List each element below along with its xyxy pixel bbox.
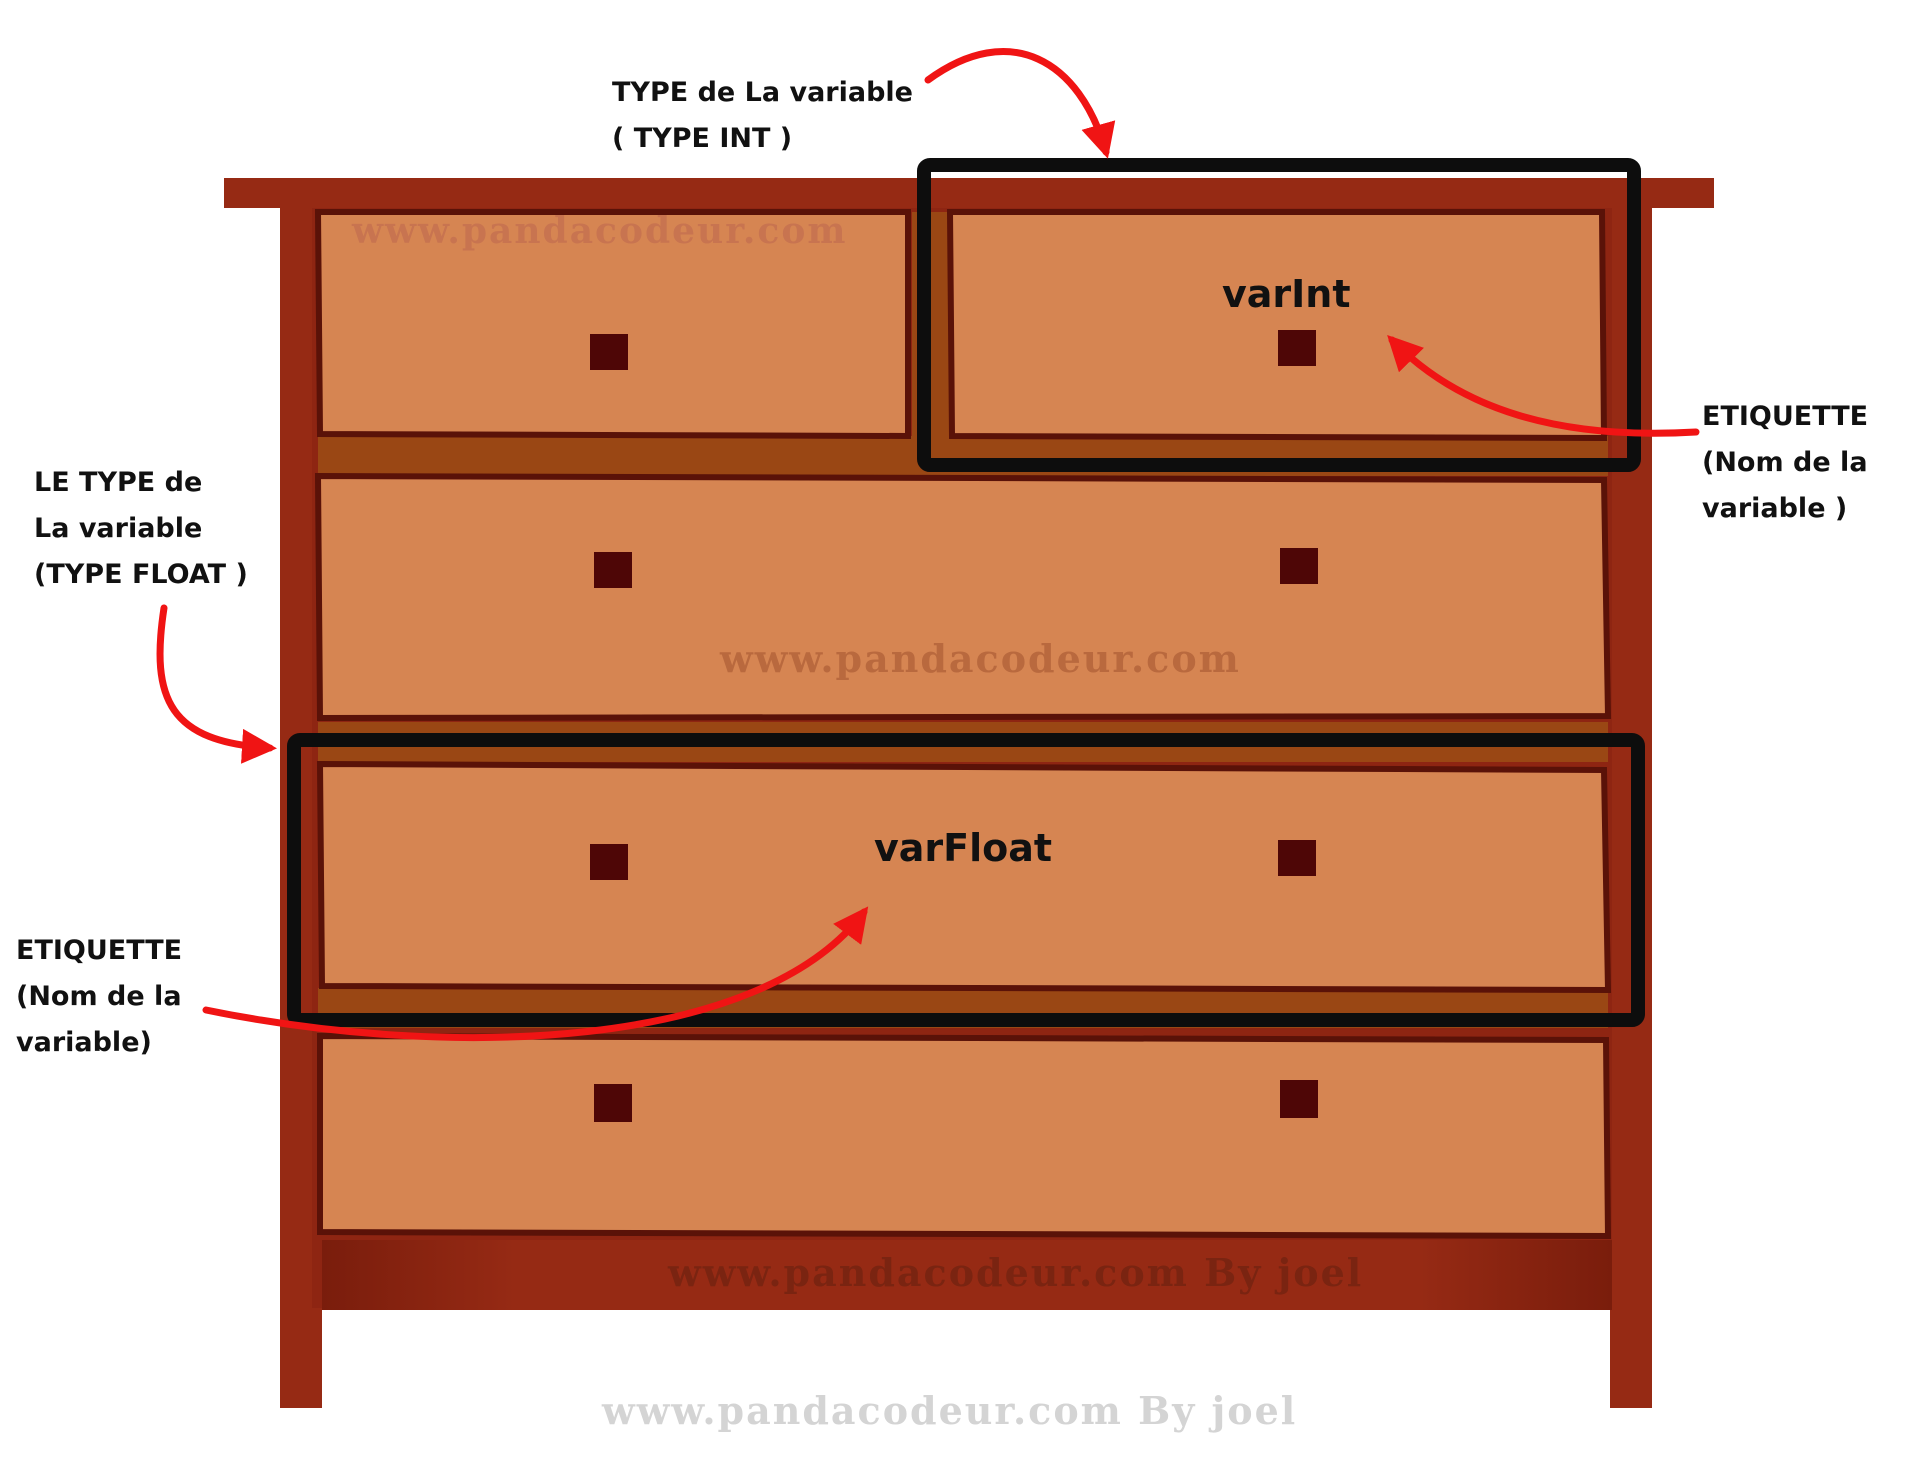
drawers bbox=[314, 209, 1612, 1240]
type-int-line-1: TYPE de La variable bbox=[612, 77, 913, 108]
watermark-base: www.pandacodeur.com By joel bbox=[668, 1250, 1364, 1295]
varint-highlight-box bbox=[917, 158, 1641, 472]
varfloat-label: varFloat bbox=[874, 826, 1053, 870]
drawer-knob-icon bbox=[594, 552, 632, 588]
drawer-bottom bbox=[317, 1032, 1612, 1240]
drawer-knob-icon bbox=[590, 334, 628, 370]
etiquette-left-line-3: variable) bbox=[16, 1027, 152, 1058]
type-float-line-1: LE TYPE de bbox=[34, 467, 203, 498]
type-float-label: LE TYPE de La variable (TYPE FLOAT ) bbox=[34, 460, 248, 598]
varint-label: varInt bbox=[1222, 272, 1351, 316]
dresser-base bbox=[322, 1240, 1612, 1310]
drawer-top-right bbox=[946, 209, 1608, 442]
drawer-knob-icon bbox=[590, 844, 628, 880]
arrow-icon bbox=[924, 48, 1116, 159]
drawer-knob-icon bbox=[1280, 548, 1318, 584]
etiquette-right-line-3: variable ) bbox=[1702, 493, 1848, 524]
type-int-label: TYPE de La variable ( TYPE INT ) bbox=[612, 70, 913, 162]
drawer-third bbox=[316, 760, 1612, 994]
arrow-icon bbox=[156, 604, 277, 764]
drawer-second bbox=[314, 472, 1612, 722]
type-int-line-2: ( TYPE INT ) bbox=[612, 123, 793, 154]
watermark-middle: www.pandacodeur.com bbox=[720, 636, 1241, 681]
arrows bbox=[156, 48, 1700, 1042]
drawer-knob-icon bbox=[1280, 1080, 1318, 1118]
drawer-knobs bbox=[590, 330, 1318, 1122]
watermark-top: www.pandacodeur.com bbox=[352, 210, 848, 252]
varfloat-highlight-box bbox=[287, 733, 1645, 1027]
etiquette-left-line-1: ETIQUETTE bbox=[16, 935, 183, 966]
drawer-knob-icon bbox=[594, 1084, 632, 1122]
etiquette-left-line-2: (Nom de la bbox=[16, 981, 182, 1012]
type-float-line-3: (TYPE FLOAT ) bbox=[34, 559, 248, 590]
etiquette-left-label: ETIQUETTE (Nom de la variable) bbox=[16, 928, 182, 1066]
drawer-knob-icon bbox=[1278, 840, 1316, 876]
etiquette-right-line-2: (Nom de la bbox=[1702, 447, 1868, 478]
type-float-line-2: La variable bbox=[34, 513, 203, 544]
drawer-knob-icon bbox=[1278, 330, 1316, 366]
etiquette-right-line-1: ETIQUETTE bbox=[1702, 401, 1869, 432]
drawer-top-left bbox=[314, 209, 911, 440]
watermark-bottom: www.pandacodeur.com By joel bbox=[602, 1388, 1298, 1433]
dresser-top bbox=[224, 178, 1714, 208]
etiquette-right-label: ETIQUETTE (Nom de la variable ) bbox=[1702, 394, 1868, 532]
arrow-icon bbox=[202, 906, 869, 1042]
arrow-icon bbox=[1387, 334, 1700, 437]
